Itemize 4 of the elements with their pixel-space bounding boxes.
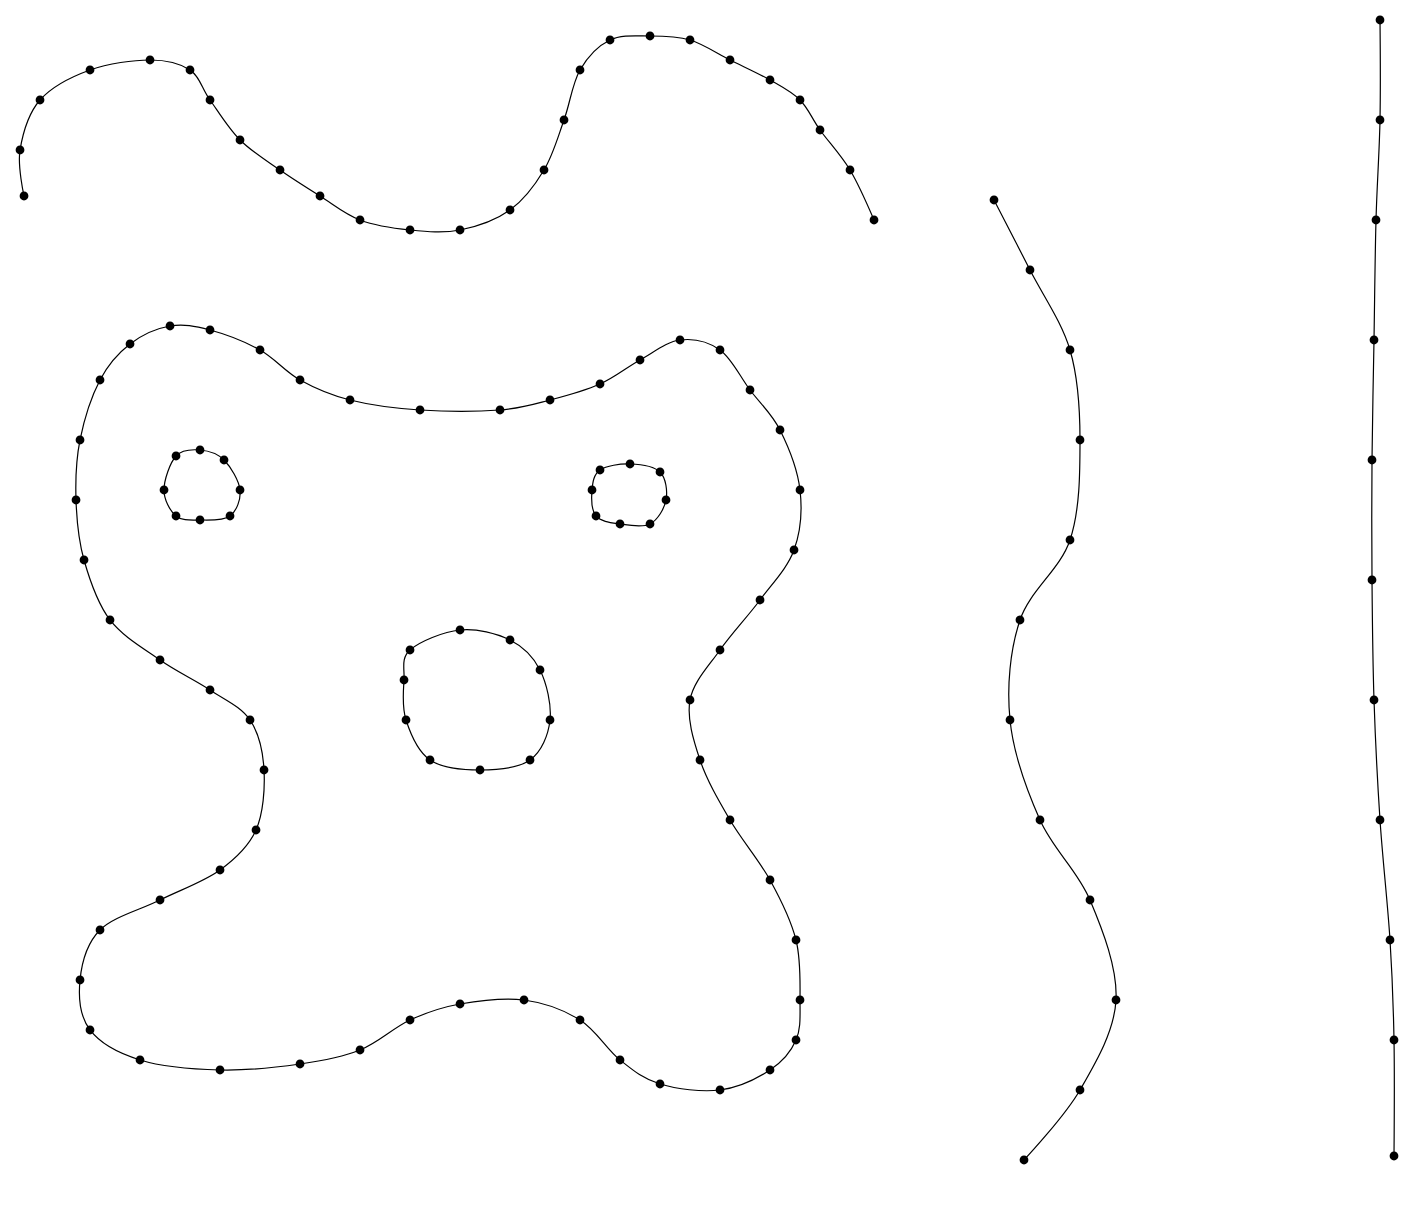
closed-curve xyxy=(399,625,555,775)
closed-curve xyxy=(159,445,245,525)
closed-curve xyxy=(587,459,671,529)
closed-curve xyxy=(71,321,805,1095)
